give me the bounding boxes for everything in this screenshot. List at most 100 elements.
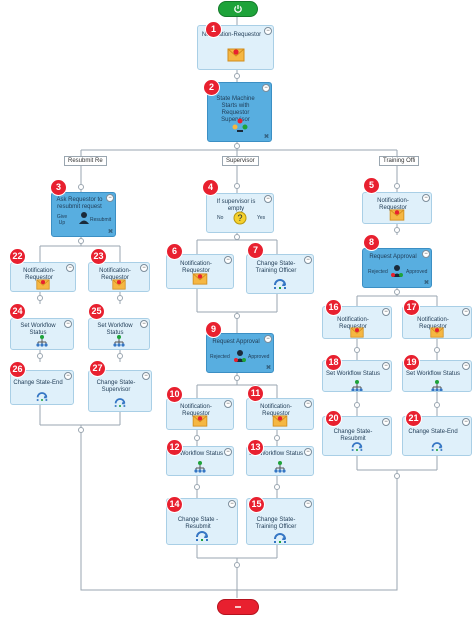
activity-step-3[interactable]: Ask Requestor to resubmit request Give U… (51, 192, 116, 237)
activity-options-button[interactable]: − (304, 448, 312, 456)
activity-options-button[interactable]: − (224, 448, 232, 456)
step-badge: 13 (248, 440, 263, 455)
activity-options-button[interactable]: − (382, 362, 390, 370)
activity-options-button[interactable]: − (462, 362, 470, 370)
activity-step-14[interactable]: Change State - Resubmit − (166, 498, 238, 545)
activity-title: Notification-Requestor (180, 261, 212, 274)
outcome-label-right: Resubmit (90, 217, 112, 223)
activity-options-button[interactable]: − (462, 308, 470, 316)
step-badge: 8 (364, 235, 379, 250)
outcome-label-left: Rejected (210, 354, 230, 360)
activity-options-button[interactable]: − (64, 372, 72, 380)
step-badge: 25 (89, 304, 104, 319)
activity-title: Notification-Requestor (377, 198, 409, 211)
step-badge: 23 (91, 249, 106, 264)
activity-options-button[interactable]: − (140, 320, 148, 328)
step-badge: 15 (249, 497, 264, 512)
corner-handle-icon: ⌘ (264, 134, 269, 140)
activity-options-button[interactable]: − (140, 264, 148, 272)
activity-title: Request Approval (369, 254, 417, 260)
activity-options-button[interactable]: − (304, 400, 312, 408)
activity-options-button[interactable]: − (422, 194, 430, 202)
step-badge: 20 (326, 411, 341, 426)
step-badge: 11 (248, 386, 263, 401)
activity-step-4[interactable]: If supervisor is empty ? No Yes − (206, 193, 274, 233)
activity-step-10[interactable]: Notification-Requestor − (166, 398, 234, 430)
activity-step-24[interactable]: Set Workflow Status − (10, 318, 74, 350)
activity-options-button[interactable]: − (224, 256, 232, 264)
activity-step-11[interactable]: Notification-Requestor − (246, 398, 314, 430)
envelope-icon (272, 415, 288, 427)
outcome-label-left: Rejected (368, 269, 388, 275)
activity-options-button[interactable]: − (462, 418, 470, 426)
activity-title: If supervisor is empty (216, 199, 256, 212)
step-badge: 24 (10, 304, 25, 319)
activity-options-button[interactable]: − (64, 320, 72, 328)
activity-step-5[interactable]: Notification-Requestor − (362, 192, 432, 224)
activity-options-button[interactable]: − (224, 400, 232, 408)
hierarchy-icon (194, 461, 206, 473)
step-badge: 4 (203, 180, 218, 195)
step-badge: 18 (326, 355, 341, 370)
activity-options-button[interactable]: − (228, 500, 236, 508)
activity-options-button[interactable]: − (66, 264, 74, 272)
hierarchy-icon (113, 335, 125, 347)
step-badge: 26 (10, 362, 25, 377)
activity-title: Notification-Requestor (180, 404, 212, 417)
activity-step-8[interactable]: Request Approval Rejected Approved − ⌘ (362, 248, 432, 288)
activity-step-25[interactable]: Set Workflow Status − (88, 318, 150, 350)
activity-step-15[interactable]: Change State-Training Officer − (246, 498, 314, 545)
activity-title: Notification-Requestor (337, 317, 369, 330)
envelope-icon (112, 279, 126, 290)
activity-options-button[interactable]: − (142, 372, 150, 380)
step-badge: 3 (51, 180, 66, 195)
activity-title: Set Workflow Status (249, 451, 303, 457)
activity-step-22[interactable]: Notification-Requestor − (10, 262, 76, 292)
envelope-icon (192, 273, 208, 285)
activity-options-button[interactable]: − (304, 256, 312, 264)
end-node[interactable] (217, 599, 259, 615)
activity-title: Change State-Supervisor (96, 380, 136, 393)
activity-title: Notification-Requestor (417, 317, 449, 330)
activity-step-2[interactable]: State Machine Starts with Requestor Supe… (207, 82, 272, 142)
envelope-icon (227, 48, 244, 62)
activity-step-7[interactable]: Change State-Training Officer − (246, 254, 314, 294)
activity-step-27[interactable]: Change State-Supervisor − (88, 370, 152, 412)
state-arrow-icon (431, 442, 443, 451)
activity-title: Request Approval (212, 339, 260, 345)
activity-title: Notification-Requestor (99, 268, 131, 281)
activity-title: Set Workflow Status (406, 371, 460, 377)
corner-handle-icon: ⌘ (108, 229, 113, 235)
activity-title: Change State-Resubmit (333, 429, 373, 442)
step-badge: 9 (206, 322, 221, 337)
activity-title: Set Workflow Status (169, 451, 223, 457)
minus-icon (235, 606, 241, 608)
activity-options-button[interactable]: − (382, 418, 390, 426)
start-node[interactable] (218, 1, 258, 17)
activity-options-button[interactable]: − (262, 84, 270, 92)
activity-step-23[interactable]: Notification-Requestor − (88, 262, 150, 292)
activity-options-button[interactable]: − (264, 27, 272, 35)
activity-options-button[interactable]: − (264, 335, 272, 343)
activity-options-button[interactable]: − (304, 500, 312, 508)
step-badge: 17 (404, 300, 419, 315)
activity-step-19[interactable]: Set Workflow Status − (402, 360, 472, 392)
state-arrow-icon (196, 531, 208, 541)
state-arrow-icon (351, 442, 363, 451)
activity-options-button[interactable]: − (264, 195, 272, 203)
activity-options-button[interactable]: − (106, 194, 114, 202)
activity-options-button[interactable]: − (422, 250, 430, 258)
branch-label-supervisor: Supervisor (222, 156, 259, 166)
person-icon (234, 350, 246, 362)
outcome-label-left: Give Up (56, 214, 68, 226)
hierarchy-icon (274, 461, 286, 473)
hierarchy-icon (431, 380, 443, 391)
activity-step-6[interactable]: Notification-Requestor − (166, 254, 234, 289)
step-badge: 1 (206, 22, 221, 37)
hierarchy-icon (351, 380, 363, 391)
activity-step-9[interactable]: Request Approval Rejected Approved − ⌘ (206, 333, 274, 373)
corner-handle-icon: ⌘ (424, 280, 429, 286)
step-badge: 16 (326, 300, 341, 315)
step-badge: 12 (167, 440, 182, 455)
activity-options-button[interactable]: − (382, 308, 390, 316)
